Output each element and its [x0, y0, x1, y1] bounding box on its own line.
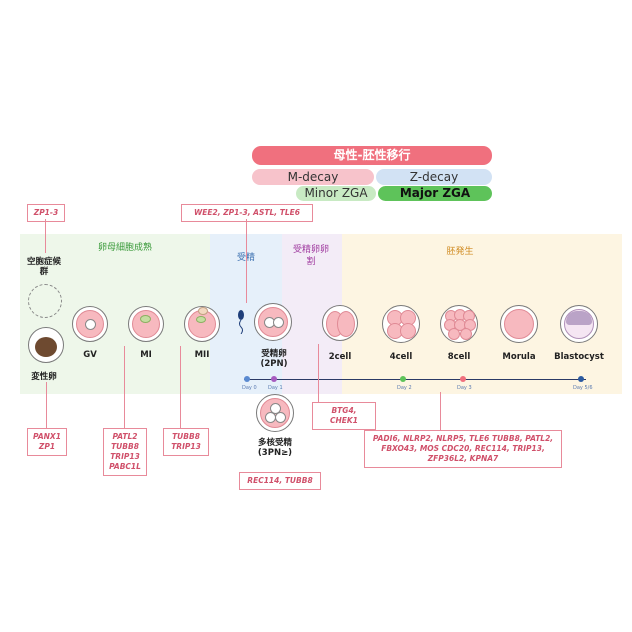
cell4-label: 4cell — [389, 352, 413, 362]
cell2-label: 2cell — [328, 352, 352, 362]
gene-box-padi6: PADI6, NLRP2, NLRP5, TLE6 TUBB8, PATL2, … — [364, 430, 562, 468]
degenerate-label: 変性卵 — [31, 372, 57, 382]
leader-btg4 — [318, 344, 319, 402]
cell8-embryo-icon — [440, 305, 478, 343]
morula-label: Morula — [502, 352, 536, 362]
embryo-label: 胚発生 — [446, 247, 474, 257]
mii-label: MII — [194, 350, 210, 360]
polyspermy-label: 多核受精(3PN≥) — [257, 438, 293, 458]
day1-label: Day 1 — [268, 385, 283, 391]
polyspermy-zygote-icon — [256, 394, 294, 432]
mi-label: MI — [140, 350, 152, 360]
day2-label: Day 2 — [397, 385, 412, 391]
day0-marker — [244, 376, 250, 382]
gv-oocyte-icon — [72, 306, 108, 342]
day0-label: Day 0 — [242, 385, 257, 391]
zygote-2pn-icon — [254, 303, 292, 341]
empty-follicle-icon — [28, 284, 62, 318]
gene-box-rec114: REC114, TUBB8 — [239, 472, 321, 490]
day56-label: Day 5/6 — [573, 385, 593, 391]
mi-oocyte-icon — [128, 306, 164, 342]
degenerate-egg-icon — [28, 327, 64, 363]
oogenesis-label: 卵母細胞成熟 — [97, 243, 152, 253]
gene-box-wee2: WEE2, ZP1-3, ASTL, TLE6 — [181, 204, 313, 222]
m-decay-bar: M-decay — [252, 169, 374, 185]
major-zga-bar: Major ZGA — [378, 186, 492, 201]
blastocyst-icon — [560, 305, 598, 343]
cell4-embryo-icon — [382, 305, 420, 343]
empty-follicle-label: 空胞症候群 — [26, 257, 61, 277]
day2-marker — [400, 376, 406, 382]
morula-icon — [500, 305, 538, 343]
timeline-axis — [244, 379, 586, 380]
cell8-label: 8cell — [447, 352, 471, 362]
day56-marker — [578, 376, 584, 382]
day3-marker — [460, 376, 466, 382]
gv-label: GV — [83, 350, 97, 360]
day3-label: Day 3 — [457, 385, 472, 391]
day1-marker — [271, 376, 277, 382]
leader-tubb8 — [180, 346, 181, 428]
z-decay-bar: Z-decay — [376, 169, 492, 185]
gene-box-patl2: PATL2 TUBB8 TRIP13 PABC1L — [103, 428, 147, 476]
leader-padi6 — [440, 392, 441, 430]
cell2-embryo-icon — [322, 305, 358, 341]
gene-box-panx1: PANX1 ZP1 — [27, 428, 67, 456]
cleavage-label: 受精卵卵割 — [292, 245, 329, 267]
mzt-bar: 母性-胚性移行 — [252, 146, 492, 165]
gene-box-zp13: ZP1-3 — [27, 204, 65, 222]
leader-panx1 — [46, 382, 47, 428]
gene-box-btg4: BTG4, CHEK1 — [312, 402, 376, 430]
blastocyst-label: Blastocyst — [554, 352, 604, 362]
zygote-label: 受精卵(2PN) — [260, 349, 288, 369]
sperm-icon — [238, 310, 244, 334]
mii-oocyte-icon — [184, 306, 220, 342]
gene-box-tubb8: TUBB8 TRIP13 — [163, 428, 209, 456]
fertilization-label: 受精 — [236, 253, 255, 263]
leader-patl2 — [124, 346, 125, 428]
minor-zga-bar: Minor ZGA — [296, 186, 376, 201]
leader-zp13 — [45, 219, 46, 253]
leader-wee2 — [246, 219, 247, 303]
